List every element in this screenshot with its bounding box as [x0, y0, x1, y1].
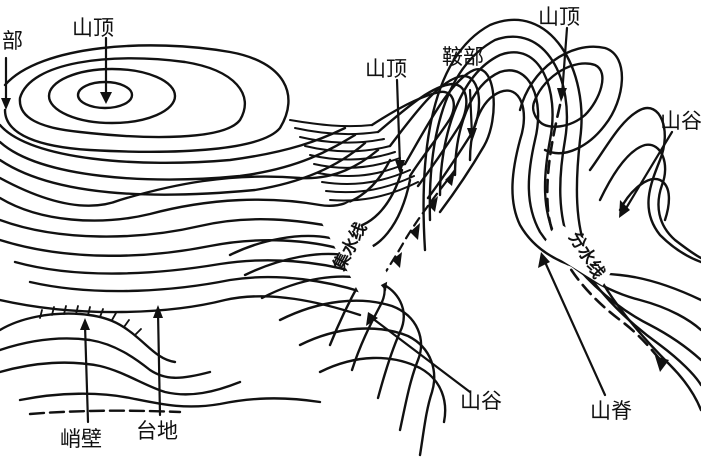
label-valley-right: 山谷 — [660, 109, 701, 133]
label-peak-left: 山顶 — [72, 16, 114, 40]
left-summit-contours — [3, 44, 290, 153]
label-plateau: 台地 — [136, 419, 178, 443]
steep-slope-contours — [289, 119, 419, 202]
right-summit-contours — [518, 45, 701, 264]
label-saddle-left: 部 — [2, 29, 23, 53]
ridge-contours — [422, 18, 701, 412]
label-peak-middle: 山顶 — [365, 57, 407, 81]
label-saddle-middle: 鞍部 — [442, 45, 484, 69]
leader-lines — [4, 26, 674, 424]
label-peak-right: 山顶 — [538, 5, 580, 29]
cliff-hachures — [39, 305, 142, 336]
middle-peak-contours — [370, 68, 495, 214]
label-valley-bottom: 山谷 — [460, 389, 502, 413]
label-ridge-bottom: 山脊 — [590, 399, 632, 423]
cliff-contours — [0, 312, 322, 416]
label-cliff: 峭壁 — [60, 427, 102, 451]
